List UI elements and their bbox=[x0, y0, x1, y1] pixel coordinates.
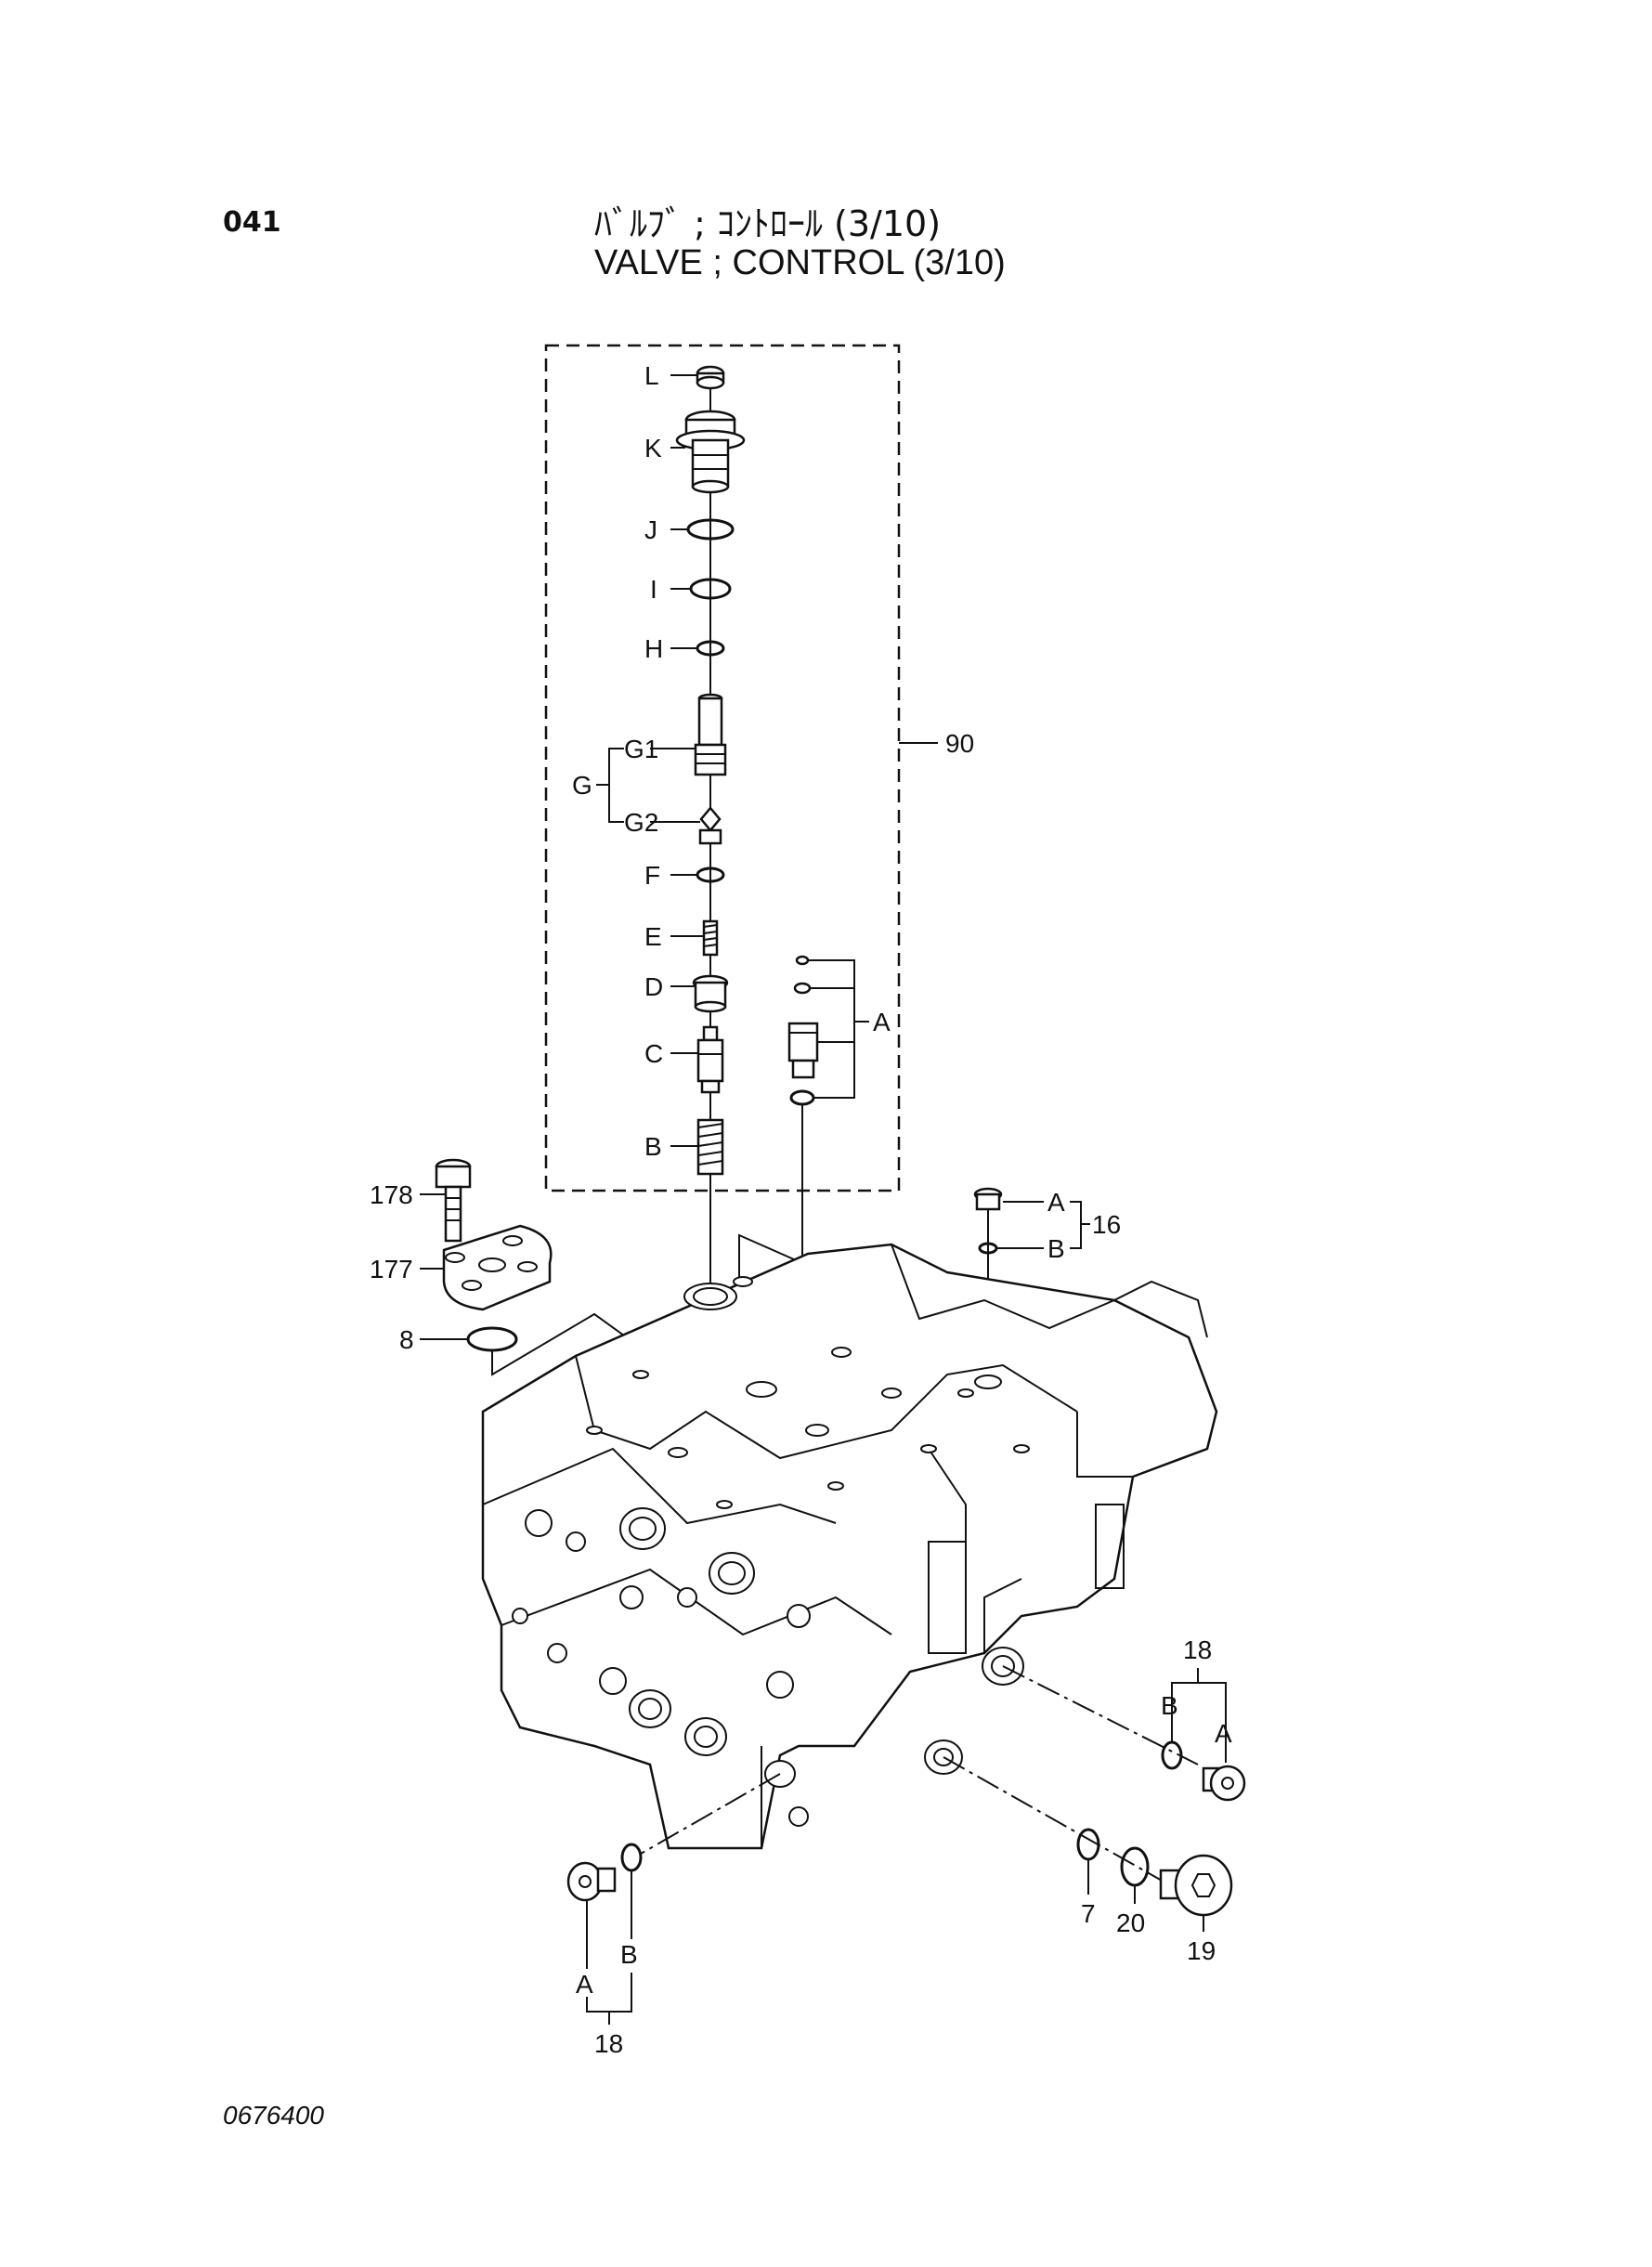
axis-A-zigzag bbox=[738, 1233, 803, 1289]
label-G2: G2 bbox=[624, 808, 658, 837]
bracket-16 bbox=[1070, 1201, 1090, 1249]
label-L: L bbox=[644, 361, 659, 390]
label-20: 20 bbox=[1116, 1909, 1145, 1937]
title-japanese: ﾊﾞﾙﾌﾞ ; ｺﾝﾄﾛｰﾙ (3/10) bbox=[594, 203, 942, 244]
bracket-A bbox=[808, 959, 869, 1099]
label-16-B: B bbox=[1047, 1234, 1065, 1263]
part-B-spring bbox=[696, 1118, 724, 1176]
page-number: 041 bbox=[223, 206, 281, 239]
label-F: F bbox=[644, 861, 660, 890]
part-18-left-A-plug bbox=[566, 1861, 617, 1902]
part-7-oring bbox=[1076, 1828, 1100, 1861]
part-C-piston bbox=[696, 1025, 724, 1094]
label-A: A bbox=[873, 1008, 891, 1036]
label-18-left-A: A bbox=[576, 1970, 593, 1999]
part-18-left-B-oring bbox=[620, 1843, 643, 1872]
part-20-ring bbox=[1120, 1846, 1150, 1887]
label-16: 16 bbox=[1092, 1210, 1121, 1239]
label-8: 8 bbox=[399, 1325, 414, 1354]
part-G1-poppet bbox=[694, 693, 727, 776]
label-19: 19 bbox=[1187, 1936, 1216, 1965]
label-G: G bbox=[572, 771, 592, 800]
part-E-spring bbox=[702, 919, 719, 957]
label-18-right-A: A bbox=[1215, 1719, 1232, 1748]
label-I: I bbox=[650, 575, 657, 604]
label-18-right: 18 bbox=[1183, 1635, 1212, 1664]
part-D-sleeve bbox=[692, 974, 729, 1013]
part-19-plug bbox=[1159, 1854, 1233, 1917]
part-A-subassembly bbox=[787, 955, 819, 1106]
axis-19 bbox=[943, 1756, 1171, 1886]
label-H: H bbox=[644, 634, 663, 663]
control-valve-body bbox=[481, 1243, 1218, 1850]
label-18-left-B: B bbox=[620, 1940, 638, 1969]
title-english: VALVE ; CONTROL (3/10) bbox=[594, 243, 1006, 282]
axis-18-left bbox=[640, 1773, 781, 1855]
label-E: E bbox=[644, 922, 662, 951]
part-K-plug bbox=[675, 410, 746, 494]
label-18-left: 18 bbox=[594, 2029, 623, 2058]
label-K: K bbox=[644, 434, 662, 463]
assembly-90-boundary bbox=[544, 344, 901, 1192]
label-177: 177 bbox=[370, 1255, 413, 1283]
part-178-bolt bbox=[435, 1158, 472, 1243]
label-D: D bbox=[644, 972, 663, 1001]
label-16-A: A bbox=[1047, 1188, 1065, 1217]
bracket-18-left bbox=[586, 1973, 632, 2025]
bracket-G bbox=[596, 748, 624, 823]
part-8-oring bbox=[466, 1326, 518, 1352]
part-G2-seat bbox=[698, 806, 722, 845]
part-16-plug bbox=[973, 1187, 1003, 1255]
label-18-right-B: B bbox=[1161, 1691, 1178, 1720]
document-number: 0676400 bbox=[223, 2101, 325, 2130]
label-C: C bbox=[644, 1039, 663, 1068]
part-177-flange bbox=[442, 1224, 553, 1311]
label-J: J bbox=[644, 515, 657, 544]
label-7: 7 bbox=[1081, 1899, 1096, 1928]
label-178: 178 bbox=[370, 1180, 413, 1209]
label-G1: G1 bbox=[624, 735, 658, 763]
axis-18-right bbox=[1002, 1665, 1199, 1765]
part-L-cap bbox=[696, 365, 725, 390]
part-18-right-A-plug bbox=[1202, 1765, 1246, 1802]
label-90: 90 bbox=[945, 729, 974, 758]
label-B: B bbox=[644, 1132, 662, 1161]
